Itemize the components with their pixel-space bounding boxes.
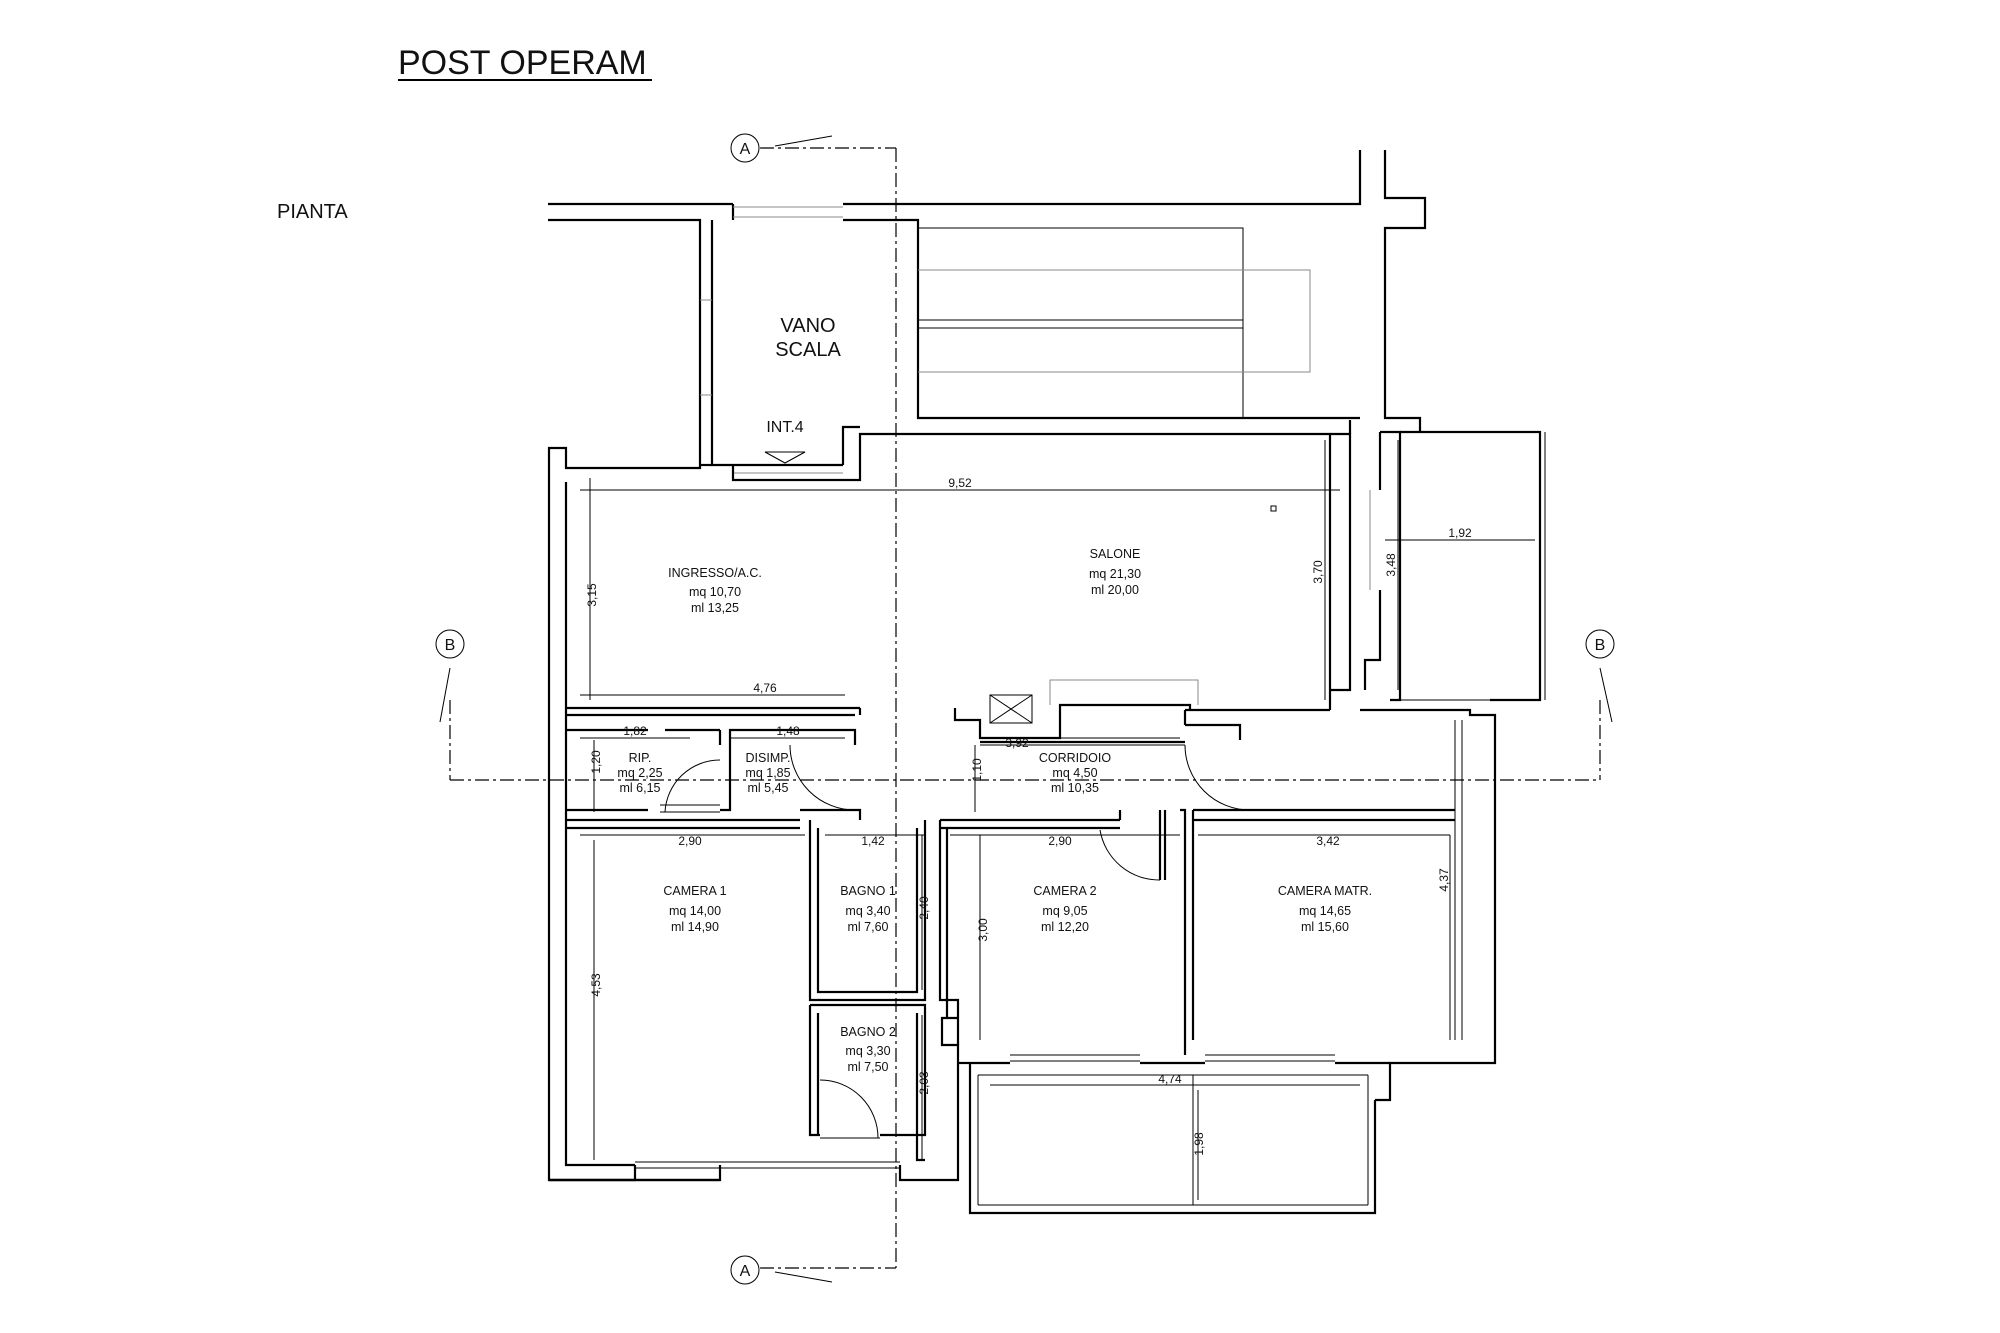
svg-text:mq 3,30: mq 3,30 <box>845 1044 890 1058</box>
stair-label-1: VANO <box>780 315 835 337</box>
svg-text:3,15: 3,15 <box>585 583 599 607</box>
svg-text:B: B <box>445 637 456 654</box>
section-marker-b-right: B <box>1585 629 1615 723</box>
svg-text:1,42: 1,42 <box>861 834 885 848</box>
room-rip: RIP. mq 2,25 ml 6,15 <box>617 751 662 795</box>
svg-text:B: B <box>1595 637 1606 654</box>
svg-text:BAGNO 1: BAGNO 1 <box>840 884 896 898</box>
svg-text:2,40: 2,40 <box>917 896 931 920</box>
svg-text:mq 4,50: mq 4,50 <box>1052 766 1097 780</box>
svg-text:A: A <box>740 1263 751 1280</box>
svg-text:ml 15,60: ml 15,60 <box>1301 920 1349 934</box>
svg-text:3,70: 3,70 <box>1311 560 1325 584</box>
room-camera-2: CAMERA 2 mq 9,05 ml 12,20 <box>1033 884 1096 934</box>
doors <box>664 744 1251 1139</box>
svg-text:1,82: 1,82 <box>623 724 647 738</box>
svg-text:A: A <box>740 141 751 158</box>
staircase <box>917 227 1311 419</box>
svg-text:SALONE: SALONE <box>1090 547 1141 561</box>
svg-text:mq 14,00: mq 14,00 <box>669 904 721 918</box>
point-marker <box>1270 505 1277 512</box>
plan-label: PIANTA <box>277 201 348 223</box>
svg-text:3,42: 3,42 <box>1316 834 1340 848</box>
room-camera-matr: CAMERA MATR. mq 14,65 ml 15,60 <box>1278 884 1372 934</box>
svg-text:9,52: 9,52 <box>948 476 972 490</box>
svg-text:3,92: 3,92 <box>1005 736 1029 750</box>
svg-text:4,53: 4,53 <box>589 973 603 997</box>
svg-text:ml 13,25: ml 13,25 <box>691 601 739 615</box>
svg-text:3,48: 3,48 <box>1384 553 1398 577</box>
svg-text:ml 7,60: ml 7,60 <box>848 920 889 934</box>
svg-text:ml 7,50: ml 7,50 <box>848 1060 889 1074</box>
room-salone: SALONE mq 21,30 ml 20,00 <box>1089 547 1141 597</box>
entry-arrow-icon <box>764 451 806 464</box>
svg-text:ml 12,20: ml 12,20 <box>1041 920 1089 934</box>
svg-text:ml 6,15: ml 6,15 <box>620 781 661 795</box>
svg-text:1,10: 1,10 <box>970 758 984 782</box>
svg-text:mq 3,40: mq 3,40 <box>845 904 890 918</box>
svg-text:3,00: 3,00 <box>976 918 990 942</box>
svg-text:4,76: 4,76 <box>753 681 777 695</box>
room-corridoio: CORRIDOIO mq 4,50 ml 10,35 <box>1039 751 1112 795</box>
svg-text:ml 14,90: ml 14,90 <box>671 920 719 934</box>
svg-text:2,90: 2,90 <box>1048 834 1072 848</box>
dimension-lines <box>580 440 1535 1200</box>
svg-text:DISIMP.: DISIMP. <box>746 751 791 765</box>
svg-text:INGRESSO/A.C.: INGRESSO/A.C. <box>668 566 762 580</box>
svg-text:ml 5,45: ml 5,45 <box>748 781 789 795</box>
svg-text:mq 2,25: mq 2,25 <box>617 766 662 780</box>
svg-text:2,90: 2,90 <box>678 834 702 848</box>
room-bagno-2: BAGNO 2 mq 3,30 ml 7,50 <box>840 1025 896 1074</box>
svg-text:CAMERA MATR.: CAMERA MATR. <box>1278 884 1372 898</box>
svg-text:ml 10,35: ml 10,35 <box>1051 781 1099 795</box>
svg-text:1,98: 1,98 <box>1192 1132 1206 1156</box>
svg-text:4,37: 4,37 <box>1437 868 1451 892</box>
svg-text:4,74: 4,74 <box>1158 1072 1182 1086</box>
section-marker-b-left: B <box>435 629 465 723</box>
svg-text:mq 9,05: mq 9,05 <box>1042 904 1087 918</box>
svg-text:1,92: 1,92 <box>1448 526 1472 540</box>
dimension-labels: 9,52 1,92 3,15 3,70 3,48 4,76 1,82 1,48 … <box>585 476 1472 1156</box>
svg-text:RIP.: RIP. <box>629 751 652 765</box>
svg-text:BAGNO 2: BAGNO 2 <box>840 1025 896 1039</box>
room-bagno-1: BAGNO 1 mq 3,40 ml 7,60 <box>840 884 896 934</box>
section-marker-a-top: A <box>730 133 833 163</box>
svg-text:1,20: 1,20 <box>589 750 603 774</box>
interior-walls <box>566 679 1455 1162</box>
svg-text:1,48: 1,48 <box>776 724 800 738</box>
svg-text:mq 1,85: mq 1,85 <box>745 766 790 780</box>
svg-text:mq 21,30: mq 21,30 <box>1089 567 1141 581</box>
svg-text:CORRIDOIO: CORRIDOIO <box>1039 751 1112 765</box>
stair-label-2: SCALA <box>775 339 841 361</box>
entry-label: INT.4 <box>766 419 803 436</box>
room-ingresso: INGRESSO/A.C. mq 10,70 ml 13,25 <box>668 566 762 615</box>
section-marker-a-bottom: A <box>730 1255 833 1285</box>
svg-text:mq 10,70: mq 10,70 <box>689 585 741 599</box>
room-disimp: DISIMP. mq 1,85 ml 5,45 <box>745 751 790 795</box>
plan-title: POST OPERAM <box>398 44 647 82</box>
svg-text:ml 20,00: ml 20,00 <box>1091 583 1139 597</box>
walls <box>547 150 1546 1215</box>
svg-text:CAMERA 2: CAMERA 2 <box>1033 884 1096 898</box>
svg-text:mq 14,65: mq 14,65 <box>1299 904 1351 918</box>
svg-text:CAMERA 1: CAMERA 1 <box>663 884 726 898</box>
svg-text:2,03: 2,03 <box>917 1071 931 1095</box>
room-camera-1: CAMERA 1 mq 14,00 ml 14,90 <box>663 884 726 934</box>
